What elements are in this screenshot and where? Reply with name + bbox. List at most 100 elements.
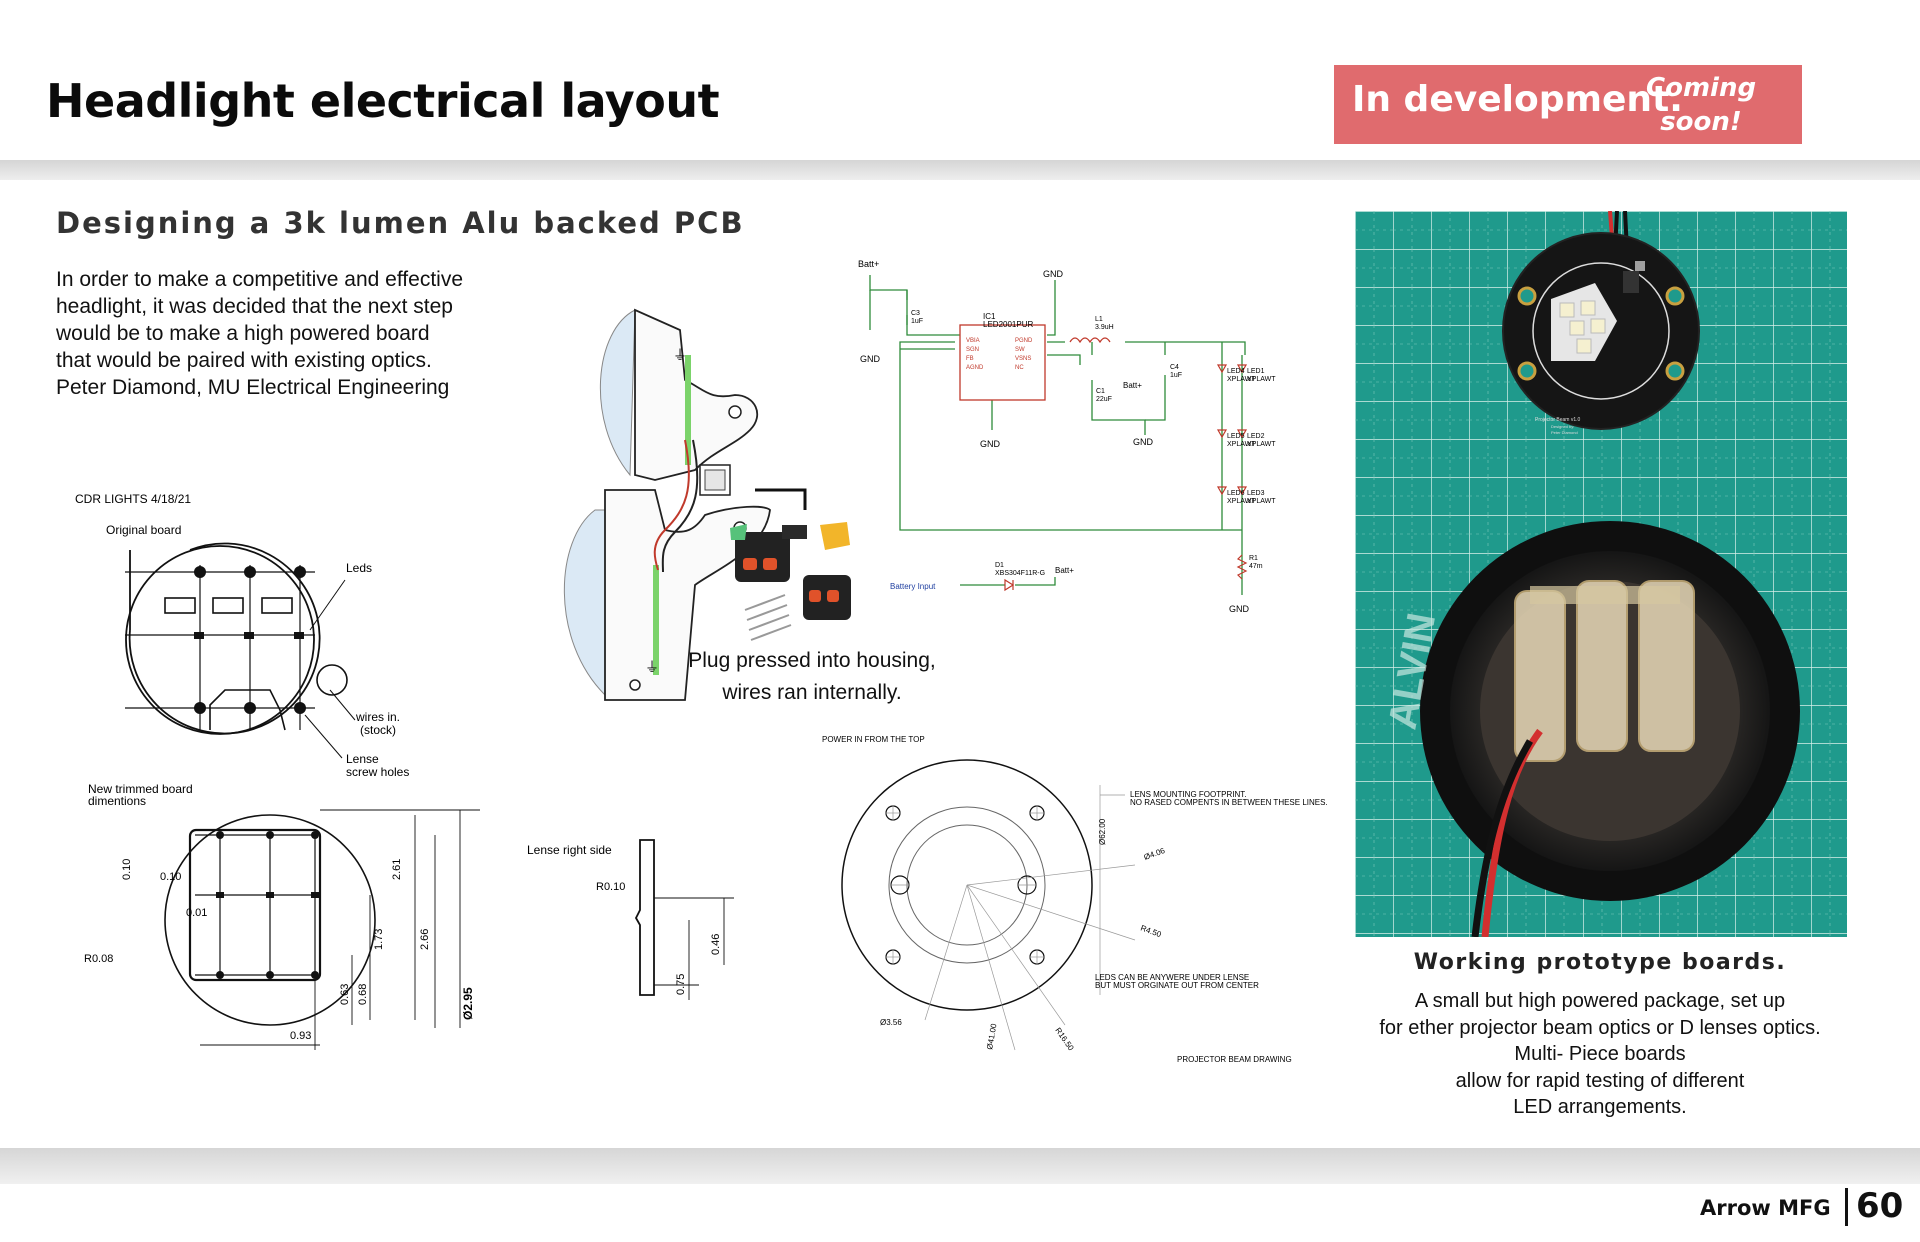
battery-input-label: Battery Input	[890, 582, 936, 591]
ic-part: LED2001PUR	[983, 320, 1033, 329]
svg-text:⏚: ⏚	[673, 347, 687, 363]
c4-label: C4	[1170, 364, 1179, 371]
c1-value: 22uF	[1096, 396, 1112, 403]
led-label: LED4	[1227, 368, 1245, 375]
led-part: XPLAWT	[1247, 376, 1276, 383]
dim-label: 0.68	[357, 984, 369, 1005]
status-badge: In development. Coming soon!	[1334, 65, 1802, 144]
prototype-description: A small but high powered package, set up…	[1340, 988, 1860, 1121]
led-label: LED5	[1227, 433, 1245, 440]
ic-pin: NC	[1015, 365, 1024, 371]
dim-label: 0.10	[160, 871, 181, 883]
dim-label: 0.01	[186, 907, 207, 919]
gnd-label: GND	[860, 354, 881, 364]
footer-divider	[1845, 1188, 1848, 1226]
led-part: XPLAWT	[1247, 498, 1276, 505]
dim-label: 0.10	[121, 859, 133, 880]
led-part: XPLAWT	[1227, 498, 1256, 505]
housing-plug-illustration: ⏚ ⏚	[563, 308, 851, 701]
ic-pin: SW	[1015, 347, 1025, 353]
dim-label: R0.10	[596, 881, 625, 893]
l1-label: L1	[1095, 316, 1103, 323]
sketch-new-board-label-1: New trimmed board	[88, 782, 193, 796]
section-subtitle: Designing a 3k lumen Alu backed PCB	[56, 206, 745, 240]
led-label: LED2	[1247, 433, 1265, 440]
ic-pin: VBIA	[966, 338, 980, 344]
dim-label: R0.08	[84, 953, 113, 965]
beam-power-note: POWER IN FROM THE TOP	[822, 735, 925, 744]
d1-label: D1	[995, 562, 1004, 569]
inductor-symbol	[1069, 337, 1111, 344]
sketch-original-board-label: Original board	[106, 523, 181, 537]
led-driver-schematic: IC1 LED2001PUR VBIA SGN FB AGND PGND SW …	[858, 259, 1276, 614]
batt-plus-label: Batt+	[858, 259, 879, 269]
sketch-date: CDR LIGHTS 4/18/21	[75, 492, 191, 506]
board-sketch-drawing: CDR LIGHTS 4/18/21 Original board Leds w…	[75, 492, 480, 1050]
gnd-label: GND	[1229, 604, 1250, 614]
page-title: Headlight electrical layout	[46, 74, 720, 128]
batt-plus-label: Batt+	[1123, 381, 1142, 390]
footer-divider-band	[0, 1148, 1920, 1184]
beam-dim: Ø3.56	[880, 1018, 902, 1027]
resistor-symbol	[1236, 554, 1248, 580]
ic-pin: AGND	[966, 365, 984, 371]
prototype-title: Working prototype boards.	[1413, 950, 1787, 975]
prototype-photo: Projector Beam v1.0 Designed by: Peter D…	[1355, 211, 1847, 937]
optic-lenses	[1514, 580, 1695, 762]
ic-body	[959, 324, 1046, 401]
gnd-label: GND	[980, 439, 1001, 449]
header-divider-band	[0, 160, 1920, 180]
footer-brand: Arrow MFG	[1700, 1196, 1831, 1220]
svg-text:⏚: ⏚	[645, 659, 659, 675]
housing-caption-line-1: Plug pressed into housing,	[688, 649, 936, 672]
dim-label: 0.93	[290, 1030, 311, 1042]
prototype-line: allow for rapid testing of different	[1455, 1069, 1745, 1092]
beam-lens-note-2: NO RASED COMPENTS IN BETWEEN THESE LINES…	[1130, 798, 1328, 807]
pcb-silkscreen-2: Designed by:	[1551, 424, 1574, 429]
prototype-line: Multi- Piece boards	[1514, 1043, 1686, 1065]
sketch-wires-label-1: wires in.	[355, 710, 400, 724]
ic-pin: VSNS	[1015, 356, 1031, 362]
beam-dim: R16.50	[1053, 1026, 1075, 1053]
l1-value: 3.9uH	[1095, 324, 1114, 331]
ic-pin: SGN	[966, 347, 979, 353]
badge-coming-soon: Coming soon!	[1646, 71, 1756, 139]
dim-label: 2.61	[391, 859, 403, 880]
badge-main-text: In development.	[1352, 79, 1683, 120]
beam-drawing-title: PROJECTOR BEAM DRAWING	[1177, 1055, 1292, 1064]
c4-value: 1uF	[1170, 372, 1182, 379]
dim-label: Ø2.95	[461, 987, 475, 1020]
intro-line: that would be paired with existing optic…	[56, 349, 432, 372]
projector-beam-drawing: POWER IN FROM THE TOP LENS MOUNTING FOOT…	[822, 735, 1328, 1064]
beam-leds-note-2: BUT MUST ORGINATE OUT FROM CENTER	[1095, 981, 1259, 990]
dim-label: 2.66	[419, 929, 431, 950]
beam-dim: Ø62.00	[1098, 818, 1107, 845]
ic-ref: IC1	[983, 312, 996, 321]
dim-label: 0.75	[675, 974, 687, 995]
led-label: LED6	[1227, 490, 1245, 497]
pcb-silkscreen-1: Projector Beam v1.0	[1535, 417, 1581, 423]
prototype-line: LED arrangements.	[1513, 1096, 1687, 1118]
badge-soon-line-2: soon!	[1660, 107, 1742, 137]
dim-label: 1.73	[373, 929, 385, 950]
dim-label: 0.63	[339, 984, 351, 1005]
c1-label: C1	[1096, 388, 1105, 395]
housing-caption-line-2: wires ran internally.	[722, 681, 902, 704]
badge-soon-line-1: Coming	[1646, 73, 1757, 103]
prototype-line: A small but high powered package, set up	[1414, 990, 1786, 1012]
c3-label: C3	[911, 310, 920, 317]
led-label: LED1	[1247, 368, 1265, 375]
led-label: LED3	[1247, 490, 1265, 497]
sketch-new-board-label-2: dimentions	[88, 794, 146, 808]
intro-line: Peter Diamond, MU Electrical Engineering	[56, 376, 450, 399]
lense-right-side-drawing: Lense right side R0.10 0.46 0.75	[527, 839, 734, 1000]
deutsch-connector-pair	[730, 522, 851, 641]
r1-value: 47m	[1249, 563, 1263, 570]
beam-leds-note-1: LEDS CAN BE ANYWERE UNDER LENSE	[1095, 973, 1249, 982]
gnd-label: GND	[1133, 437, 1154, 447]
beam-dim: R4.50	[1139, 923, 1163, 939]
dim-label: 0.46	[710, 934, 722, 955]
lense-right-side-label: Lense right side	[527, 843, 612, 857]
prototype-line: for ether projector beam optics or D len…	[1379, 1016, 1821, 1039]
led-part: XPLAWT	[1247, 441, 1276, 448]
